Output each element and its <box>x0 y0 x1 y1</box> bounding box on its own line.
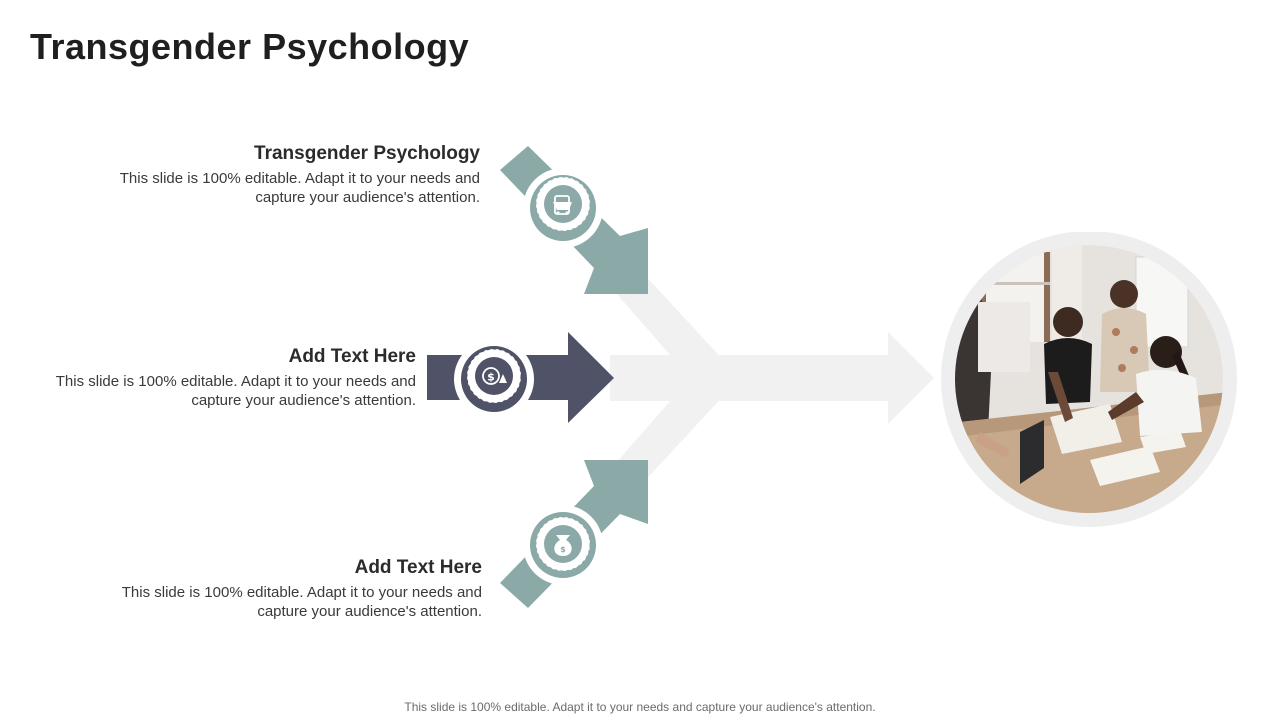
footer-note: This slide is 100% editable. Adapt it to… <box>0 700 1280 714</box>
team-meeting-photo <box>940 232 1238 530</box>
middle-horizontal-arrow <box>427 332 614 423</box>
bottom-diagonal-arrow <box>500 460 648 608</box>
item-3-text: Add Text Here This slide is 100% editabl… <box>80 557 482 621</box>
svg-text:$: $ <box>560 545 566 554</box>
background-arrow <box>596 270 934 486</box>
item-2-description: This slide is 100% editable. Adapt it to… <box>20 372 416 410</box>
item-1-text: Transgender Psychology This slide is 100… <box>80 143 480 207</box>
item-3-heading: Add Text Here <box>80 557 482 579</box>
svg-text:$: $ <box>487 371 495 384</box>
photo-illustration <box>940 232 1238 530</box>
item-2-heading: Add Text Here <box>20 346 416 368</box>
item-1-heading: Transgender Psychology <box>80 143 480 165</box>
item-1-description: This slide is 100% editable. Adapt it to… <box>80 169 480 207</box>
item-3-description: This slide is 100% editable. Adapt it to… <box>80 583 482 621</box>
top-diagonal-arrow <box>500 146 648 294</box>
item-2-text: Add Text Here This slide is 100% editabl… <box>20 346 416 410</box>
